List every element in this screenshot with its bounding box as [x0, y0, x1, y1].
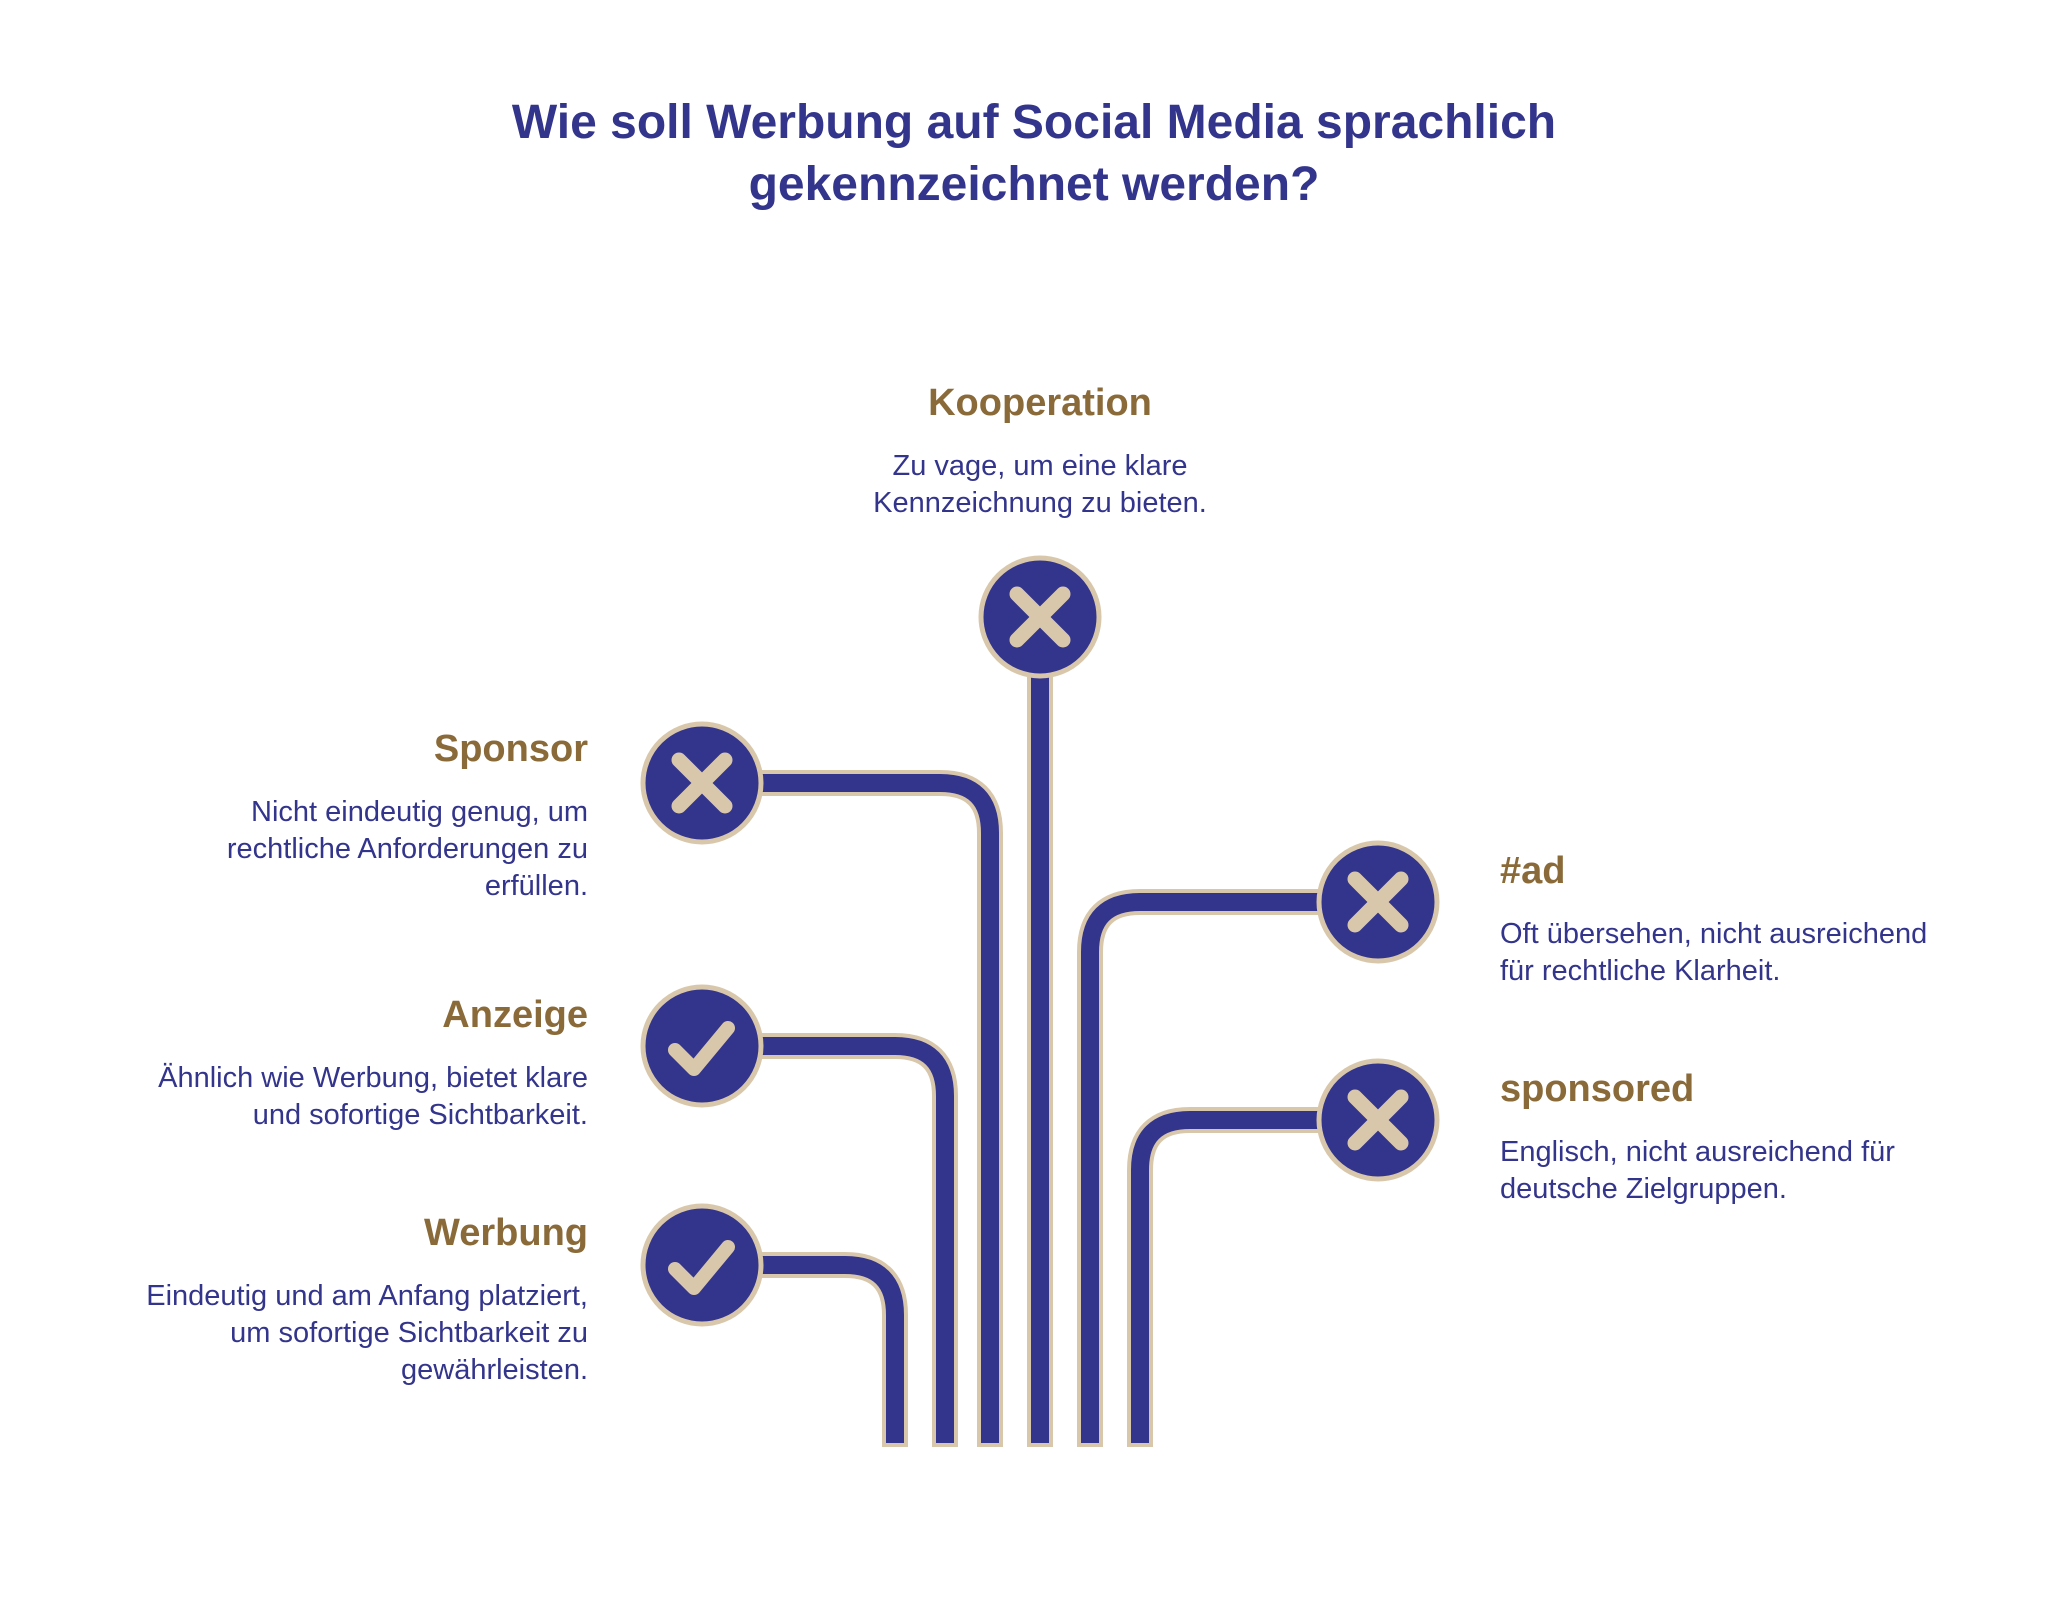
node-kooperation — [978, 555, 1102, 679]
option-werbung: Werbung Eindeutig und am Anfang platzier… — [88, 1210, 588, 1389]
option-sponsor-description: Nicht eindeutig genug, um rechtliche Anf… — [88, 794, 588, 905]
description-line: Kennzeichnung zu bieten. — [873, 487, 1207, 519]
connector-werbung — [760, 1256, 904, 1443]
option-sponsored: sponsored Englisch, nicht ausreichend fü… — [1500, 1066, 2020, 1208]
option-kooperation-heading: Kooperation — [928, 382, 1152, 424]
node-anzeige — [640, 984, 764, 1108]
description-line: deutsche Zielgruppen. — [1500, 1173, 1787, 1205]
connector-sponsored — [1131, 1111, 1320, 1443]
option-sponsor: Sponsor Nicht eindeutig genug, um rechtl… — [88, 726, 588, 905]
check-icon — [668, 1021, 735, 1076]
option-anzeige-heading: Anzeige — [442, 994, 588, 1036]
connector-werbung-outline — [760, 1252, 908, 1447]
option-anzeige: Anzeige Ähnlich wie Werbung, bietet klar… — [88, 992, 588, 1134]
node-werbung — [640, 1203, 764, 1327]
connector-sponsored-outline — [1127, 1107, 1320, 1447]
connector-anzeige-outline — [760, 1033, 958, 1447]
option-sponsored-description: Englisch, nicht ausreichend für deutsche… — [1500, 1134, 2020, 1208]
option-ad-heading: #ad — [1500, 850, 1566, 892]
option-kooperation-description: Zu vage, um eine klare Kennzeichnung zu … — [790, 448, 1290, 522]
option-werbung-description: Eindeutig und am Anfang platziert, um so… — [88, 1278, 588, 1389]
description-line: Englisch, nicht ausreichend für — [1500, 1136, 1895, 1168]
cross-icon — [1347, 871, 1409, 933]
description-line: Eindeutig und am Anfang platziert, — [146, 1280, 588, 1312]
option-ad: #ad Oft übersehen, nicht ausreichend für… — [1500, 848, 2020, 990]
cross-icon — [671, 752, 733, 814]
description-line: rechtliche Anforderungen zu — [226, 833, 588, 865]
node-sponsor — [640, 721, 764, 845]
title-line-2: gekennzeichnet werden? — [748, 158, 1320, 211]
description-line: Oft übersehen, nicht ausreichend — [1500, 918, 1928, 950]
cross-icon — [1009, 586, 1071, 648]
description-line: Ähnlich wie Werbung, bietet klare — [158, 1062, 588, 1094]
page-title: Wie soll Werbung auf Social Media sprach… — [334, 92, 1734, 216]
description-line: und sofortige Sichtbarkeit. — [252, 1099, 588, 1131]
check-icon — [668, 1240, 735, 1295]
option-kooperation: Kooperation Zu vage, um eine klare Kennz… — [790, 380, 1290, 522]
description-line: Zu vage, um eine klare — [892, 450, 1188, 482]
option-sponsored-heading: sponsored — [1500, 1068, 1695, 1110]
option-ad-description: Oft übersehen, nicht ausreichend für rec… — [1500, 916, 2020, 990]
description-line: Nicht eindeutig genug, um — [251, 796, 588, 828]
node-ad — [1316, 840, 1440, 964]
connector-sponsor — [760, 774, 999, 1443]
description-line: um sofortige Sichtbarkeit zu — [230, 1317, 588, 1349]
option-sponsor-heading: Sponsor — [433, 728, 588, 770]
cross-icon — [1347, 1089, 1409, 1151]
connector-ad — [1081, 893, 1320, 1443]
description-line: für rechtliche Klarheit. — [1500, 955, 1781, 987]
connector-ad-outline — [1077, 889, 1320, 1447]
connector-lines — [760, 672, 1320, 1447]
description-line: erfüllen. — [484, 870, 588, 902]
option-werbung-heading: Werbung — [424, 1212, 588, 1254]
option-anzeige-description: Ähnlich wie Werbung, bietet klare und so… — [88, 1060, 588, 1134]
description-line: gewährleisten. — [401, 1354, 588, 1386]
title-line-1: Wie soll Werbung auf Social Media sprach… — [511, 96, 1557, 149]
connector-anzeige — [760, 1037, 954, 1443]
node-sponsored — [1316, 1058, 1440, 1182]
